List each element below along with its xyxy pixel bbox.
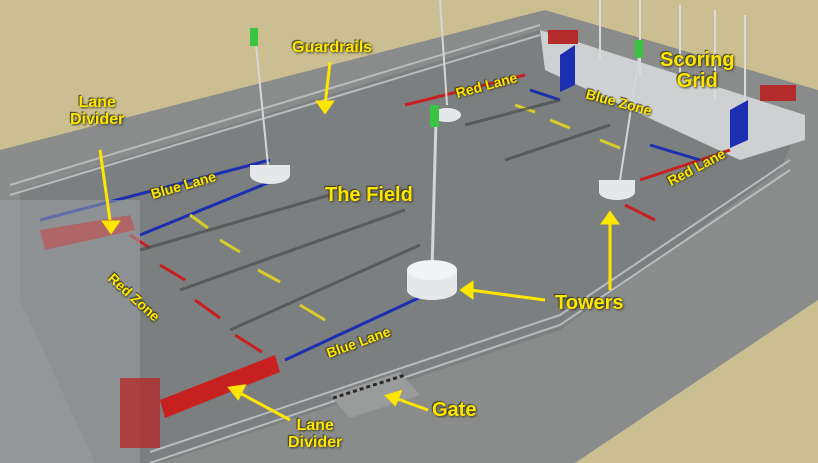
lane-divider-bottom-line2: Divider [288,435,342,452]
label-gate: Gate [432,400,476,421]
label-lane-divider-bottom: Lane Divider [288,418,342,452]
scoring-grid-sign-right [760,85,796,101]
lane-divider-top-line2: Divider [70,112,124,129]
left-structure [0,200,140,463]
label-scoring-grid: Scoring Grid [660,50,734,92]
label-the-field: The Field [325,185,413,206]
scoring-grid-line1: Scoring [660,50,734,71]
left-red-panel [120,378,160,448]
scoring-grid-line2: Grid [660,71,734,92]
label-lane-divider-top: Lane Divider [70,95,124,129]
label-guardrails: Guardrails [292,40,372,57]
scoring-grid-sign-left [548,30,578,44]
lane-divider-top-line1: Lane [70,95,124,112]
lane-divider-bottom-line1: Lane [288,418,342,435]
label-towers: Towers [555,293,624,314]
